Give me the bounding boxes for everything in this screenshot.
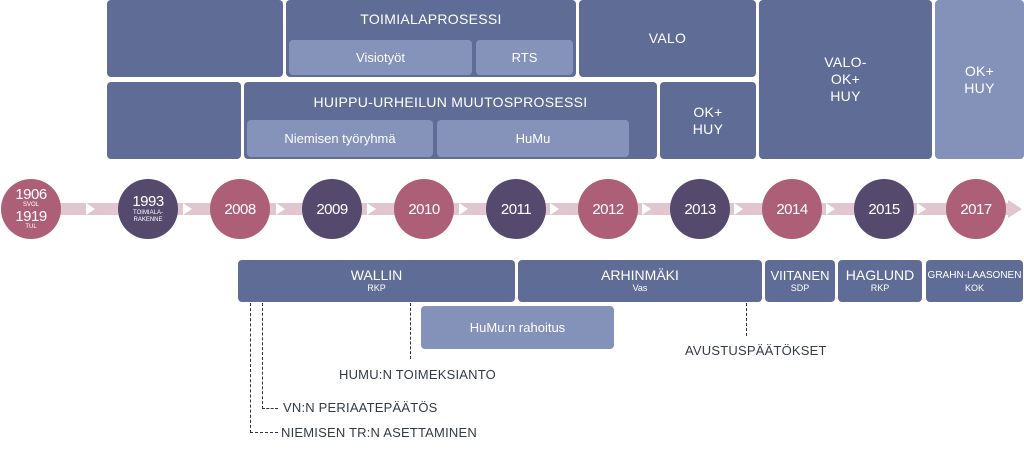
timeline-chevron xyxy=(734,203,743,215)
timeline-arrow-head xyxy=(1008,200,1022,218)
valo-ok-huy-line3: HUY xyxy=(830,88,861,104)
humu-block: HuMu xyxy=(437,120,629,157)
ok-huy-right-line1: OK+ xyxy=(964,62,995,79)
ok-huy-right-line2: HUY xyxy=(964,79,995,96)
year-label: 1906 xyxy=(15,186,47,203)
minister-party: RKP xyxy=(367,283,386,293)
valo-label: VALO xyxy=(648,30,687,46)
year-label: 2015 xyxy=(868,200,900,218)
toimiala-process-block: TOIMIALAPROSESSI Visiotyöt RTS xyxy=(286,0,576,77)
huippu-process-block: HUIPPU-URHEILUN MUUTOSPROSESSI Niemisen … xyxy=(244,82,657,159)
minister-block-haglund: HAGLUND RKP xyxy=(838,260,922,302)
timeline-chevron xyxy=(276,203,285,215)
empty-block-second-left xyxy=(107,82,241,159)
minister-block-arhinmaki: ARHINMÄKI Vas xyxy=(518,260,762,302)
valo-ok-huy-line2: OK+ xyxy=(830,71,861,87)
connector-niemisen-horizontal xyxy=(250,432,278,433)
annotation-niemisen-tr-asettaminen: NIEMISEN TR:N ASETTAMINEN xyxy=(281,425,477,440)
minister-block-viitanen: VIITANEN SDP xyxy=(765,260,835,302)
toimiala-process-title: TOIMIALAPROSESSI xyxy=(360,11,502,27)
valo-ok-huy-block: VALO- OK+ HUY xyxy=(759,0,932,159)
year-sublabel: RAKENNE xyxy=(133,217,163,223)
year-label: 2013 xyxy=(684,200,716,218)
minister-party: SDP xyxy=(790,283,810,293)
year-sublabel: SVOL xyxy=(22,202,39,208)
year-label: 2017 xyxy=(960,200,992,218)
annotation-avustuspaatokset: AVUSTUSPÄÄTÖKSET xyxy=(685,343,827,358)
connector-humu-vertical xyxy=(410,303,411,359)
valo-ok-huy-line1: VALO- xyxy=(824,54,867,70)
year-label: 2009 xyxy=(316,200,348,218)
connector-vn-vertical xyxy=(262,303,263,409)
minister-block-wallin: WALLIN RKP xyxy=(238,260,515,302)
timeline-chevron xyxy=(826,203,835,215)
huippu-process-title: HUIPPU-URHEILUN MUUTOSPROSESSI xyxy=(313,94,588,110)
year-sublabel: TUL xyxy=(25,224,37,230)
minister-name: WALLIN xyxy=(350,267,403,283)
year-label: 2008 xyxy=(224,200,256,218)
minister-name: ARHINMÄKI xyxy=(601,267,679,283)
ok-huy-right-block: OK+ HUY xyxy=(935,0,1024,159)
year-circle-2015: 2015 xyxy=(854,179,914,239)
year-circle-2014: 2014 xyxy=(762,179,822,239)
annotation-vn-periaatepaatos: VN:N PERIAATEPÄÄTÖS xyxy=(283,400,438,415)
year-circle-2008: 2008 xyxy=(210,179,270,239)
humu-funding-label: HuMu:n rahoitus xyxy=(469,320,566,335)
year-circle-2010: 2010 xyxy=(394,179,454,239)
minister-party: KOK xyxy=(964,283,984,293)
empty-block-top-left xyxy=(107,0,283,77)
timeline-chevron xyxy=(917,203,926,215)
year-circle-1906-1919: 1906 SVOL 1919 TUL xyxy=(1,179,61,239)
visiotyot-block: Visiotyöt xyxy=(289,40,472,75)
timeline-chevron xyxy=(550,203,559,215)
minister-name: GRAHN-LAASONEN xyxy=(927,270,1022,281)
timeline-chevron xyxy=(183,203,192,215)
connector-avustus-vertical xyxy=(746,303,747,336)
timeline-chevron xyxy=(367,203,376,215)
ok-huy-block: OK+ HUY xyxy=(660,82,756,159)
connector-vn-horizontal xyxy=(262,408,278,409)
year-circle-2011: 2011 xyxy=(486,179,546,239)
minister-name: HAGLUND xyxy=(845,267,915,283)
year-circle-2009: 2009 xyxy=(302,179,362,239)
year-label: 1919 xyxy=(15,208,47,225)
minister-block-grahn-laasonen: GRAHN-LAASONEN KOK xyxy=(926,260,1023,302)
annotation-humu-toimeksianto: HUMU:N TOIMEKSIANTO xyxy=(339,367,496,382)
year-label: 2012 xyxy=(592,200,624,218)
connector-niemisen-vertical xyxy=(250,303,251,433)
niemisen-tyoryhma-block: Niemisen työryhmä xyxy=(247,120,433,157)
year-circle-1993: 1993 TOIMIALA- RAKENNE xyxy=(118,179,178,239)
year-label: 2010 xyxy=(408,200,440,218)
ok-huy-line1: OK+ xyxy=(693,103,723,120)
timeline-chevron xyxy=(459,203,468,215)
year-label: 1993 xyxy=(132,193,164,210)
minister-party: RKP xyxy=(870,283,890,293)
rts-block: RTS xyxy=(476,40,573,75)
timeline-chevron xyxy=(86,203,95,215)
year-circle-2013: 2013 xyxy=(670,179,730,239)
year-label: 2014 xyxy=(776,200,808,218)
valo-block: VALO xyxy=(579,0,756,77)
minister-name: VIITANEN xyxy=(770,268,830,283)
year-label: 2011 xyxy=(500,200,532,218)
year-circle-2017: 2017 xyxy=(946,179,1006,239)
timeline-chevron xyxy=(642,203,651,215)
humu-funding-block: HuMu:n rahoitus xyxy=(421,306,614,349)
ok-huy-line2: HUY xyxy=(692,120,724,137)
minister-party: Vas xyxy=(632,283,648,293)
year-circle-2012: 2012 xyxy=(578,179,638,239)
year-sublabel: TOIMIALA- xyxy=(133,210,163,216)
